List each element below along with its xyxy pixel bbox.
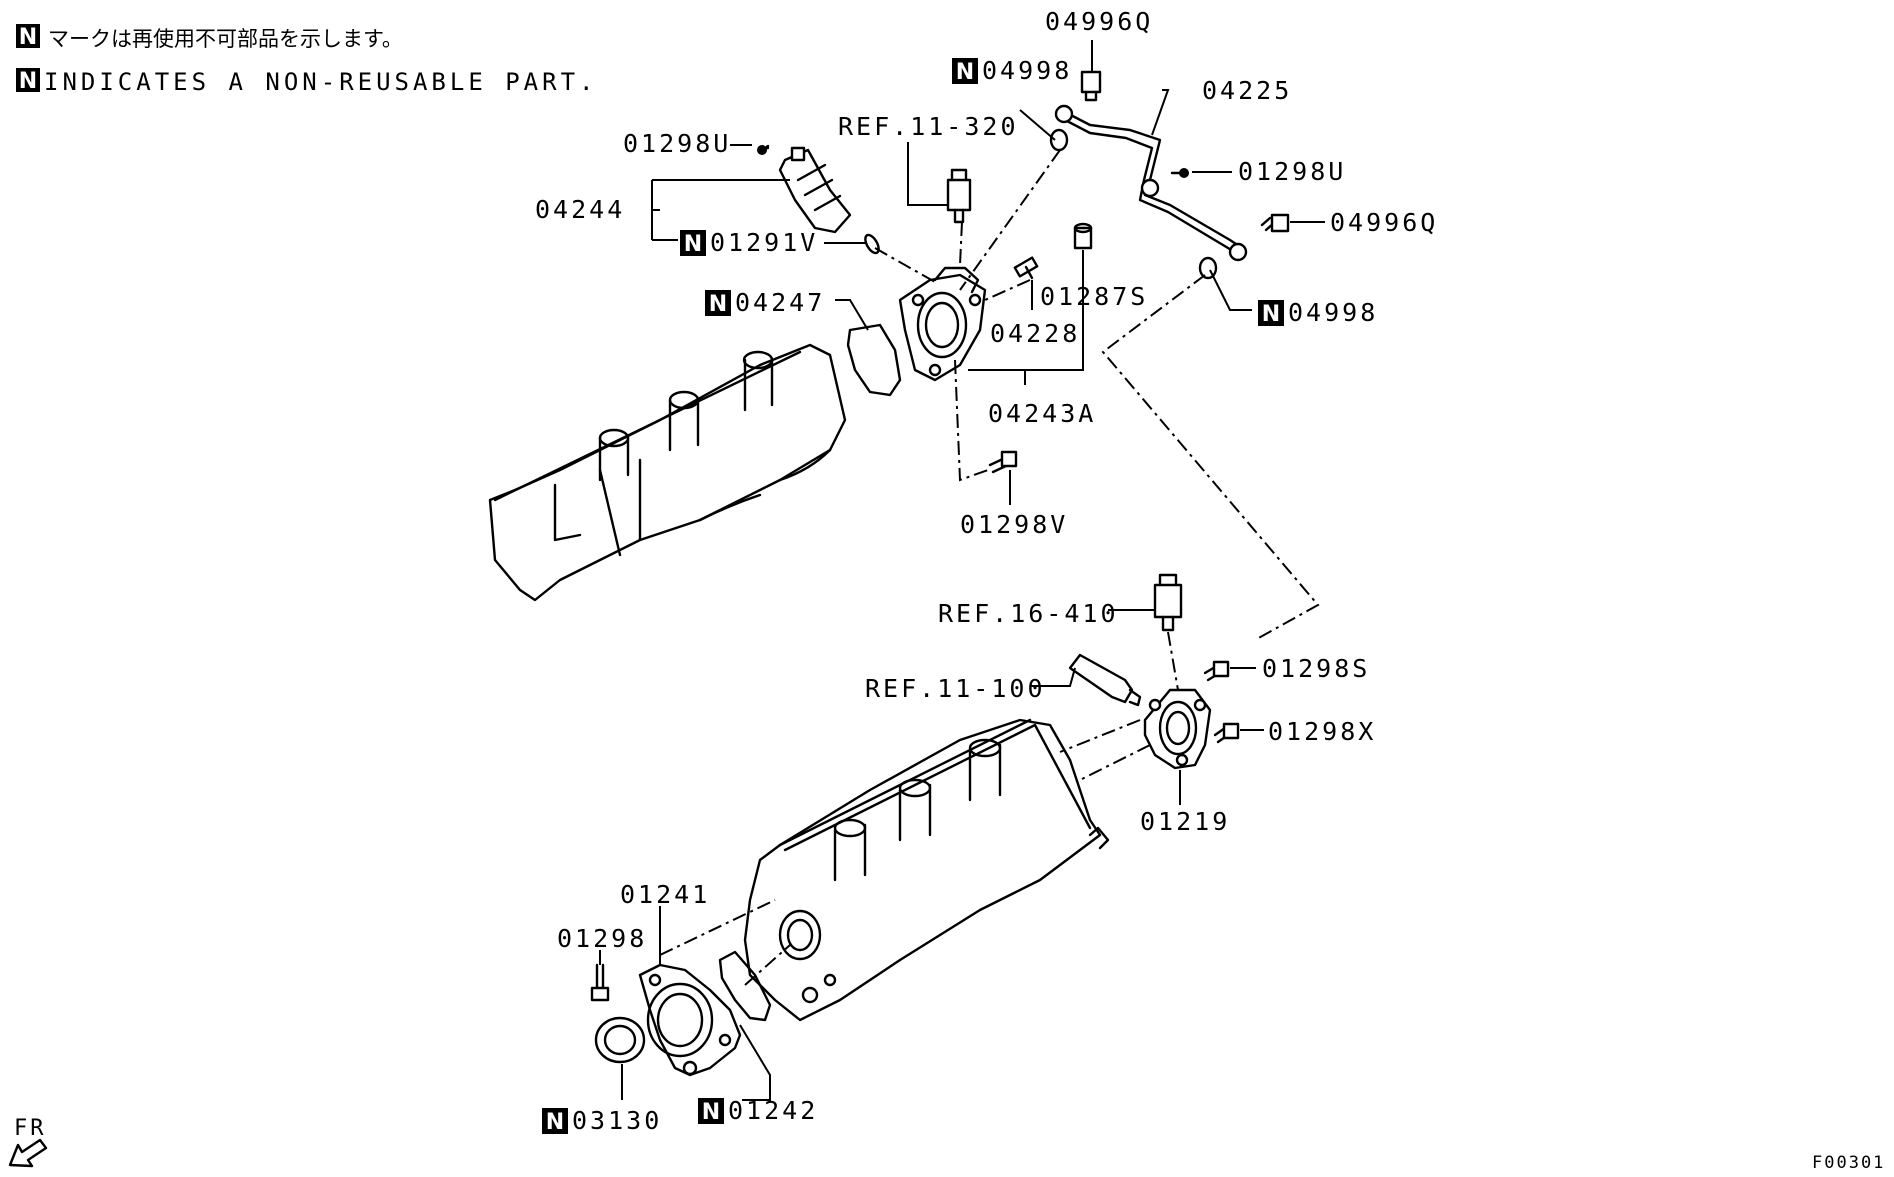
non-reusable-mark-icon [698, 1098, 724, 1124]
front-cover-01241 [638, 963, 742, 1077]
non-reusable-mark-icon [542, 1108, 568, 1134]
union-bolt-04996q-right [1260, 213, 1290, 233]
label-01298s: 01298S [1262, 654, 1370, 683]
o-ring-01291v [864, 233, 880, 255]
non-reusable-mark-icon [16, 68, 40, 92]
label-01291v: 01291V [710, 228, 818, 257]
label-03130: 03130 [572, 1106, 662, 1135]
gasket-04998-right [1198, 256, 1218, 280]
non-reusable-mark-icon [705, 290, 731, 316]
gasket-01242 [718, 950, 772, 1022]
label-ref-11-100: REF.11-100 [865, 674, 1046, 703]
non-reusable-mark-letter: N [702, 1100, 720, 1125]
label-01298u-left: 01298U [623, 129, 731, 158]
label-04244: 04244 [535, 195, 625, 224]
non-reusable-mark-letter: N [19, 69, 37, 94]
legend-text-english: INDICATES A NON-REUSABLE PART. [44, 68, 597, 96]
oil-pipe-04225 [1054, 104, 1248, 262]
label-01298v: 01298V [960, 510, 1068, 539]
bolt-01298 [590, 963, 610, 1002]
non-reusable-mark-icon [680, 230, 706, 256]
label-01241: 01241 [620, 880, 710, 909]
label-01298x: 01298X [1268, 717, 1376, 746]
label-04243a: 04243A [988, 399, 1096, 428]
label-04996q-top: 04996Q [1045, 7, 1153, 36]
bolt-01298x [1213, 722, 1240, 744]
label-01298: 01298 [557, 924, 647, 953]
label-04998-top: 04998 [982, 56, 1072, 85]
legend-english: N INDICATES A NON-REUSABLE PART. [16, 68, 597, 96]
assembly-lines [659, 149, 1320, 986]
label-01287s: 01287S [1040, 282, 1148, 311]
non-reusable-mark-letter: N [709, 292, 727, 317]
front-direction-indicator: FR [8, 1116, 48, 1168]
label-01298u-right: 01298U [1238, 157, 1346, 186]
non-reusable-mark-letter: N [956, 60, 974, 85]
direction-label: FR [14, 1116, 47, 1141]
arrow-icon [8, 1138, 48, 1168]
bolt-01298u-right [1170, 168, 1189, 178]
bolt-01298s [1203, 660, 1230, 682]
bolt-01298v [988, 450, 1018, 474]
label-01219: 01219 [1140, 807, 1230, 836]
legend-japanese: N マークは再使用不可部品を示します。 [16, 24, 403, 51]
gasket-04998-top [1049, 128, 1069, 152]
cam-housing-01219 [1143, 688, 1212, 770]
label-04998-right: 04998 [1288, 298, 1378, 327]
non-reusable-mark-icon [952, 58, 978, 84]
part-labels: 04996Q N 04998 04225 REF.11-320 01298U 0… [535, 7, 1438, 1135]
leader-lines [599, 40, 1325, 1101]
sensor-ref-16-410 [1153, 573, 1183, 632]
non-reusable-mark-letter: N [684, 232, 702, 257]
label-ref-11-320: REF.11-320 [838, 112, 1019, 141]
label-04996q-right: 04996Q [1330, 208, 1438, 237]
oil-seal-03130 [594, 1016, 646, 1064]
label-04228: 04228 [990, 319, 1080, 348]
non-reusable-mark-letter: N [546, 1110, 564, 1135]
lower-cylinder-head-drawing [743, 718, 1110, 1022]
upper-cylinder-head-drawing [488, 343, 847, 602]
label-01242: 01242 [728, 1096, 818, 1125]
dowel-01287s [1073, 222, 1093, 250]
oil-control-valve-04244 [757, 144, 852, 234]
sensor-ref-11-320 [946, 168, 972, 224]
cam-housing-04243a [898, 266, 987, 382]
figure-code: F00301 [1812, 1153, 1885, 1173]
legend-text-japanese: マークは再使用不可部品を示します。 [48, 27, 403, 51]
pin-04228 [1013, 256, 1039, 280]
label-04247: 04247 [735, 288, 825, 317]
non-reusable-mark-letter: N [1262, 302, 1280, 327]
sealant-tube-ref-11-100 [1068, 653, 1142, 707]
union-bolt-04996q-top [1080, 70, 1102, 102]
label-04225: 04225 [1202, 76, 1292, 105]
gasket-04247 [846, 323, 902, 397]
non-reusable-mark-letter: N [19, 25, 37, 50]
non-reusable-mark-icon [1258, 300, 1284, 326]
label-ref-16-410: REF.16-410 [938, 599, 1119, 628]
non-reusable-mark-icon [16, 24, 40, 48]
